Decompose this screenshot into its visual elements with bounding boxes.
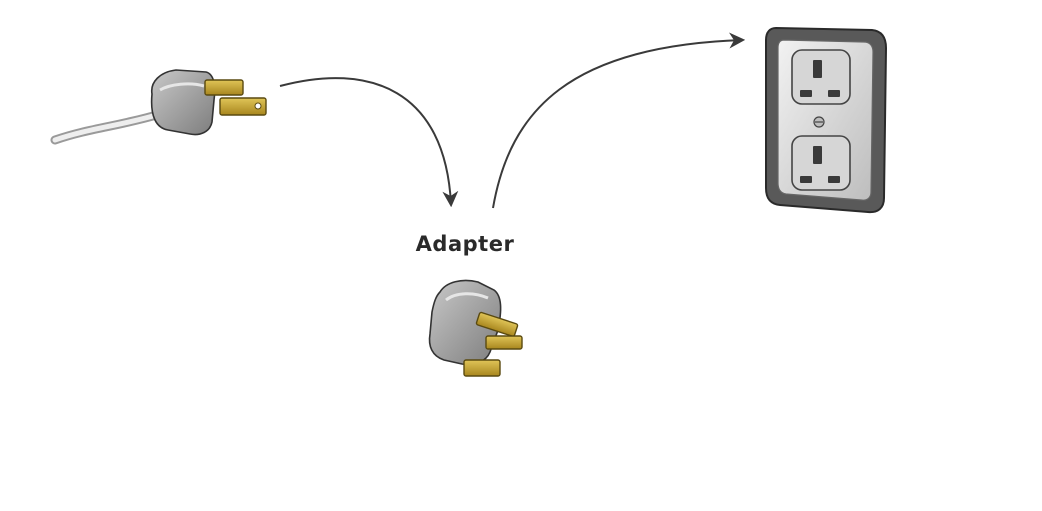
- arrow-plug-to-adapter: [279, 77, 459, 208]
- adapter-label: Adapter: [415, 232, 515, 256]
- us-two-prong-plug-icon: [50, 69, 267, 145]
- uk-three-pin-adapter-icon: [428, 279, 523, 377]
- plug-prong-top: [204, 79, 244, 96]
- adapter-pin-middle: [485, 335, 523, 350]
- arrow-adapter-to-outlet: [492, 32, 746, 209]
- plug-body: [150, 69, 216, 136]
- adapter-pin-top: [475, 311, 519, 337]
- plug-prong-bottom: [219, 97, 267, 116]
- uk-wall-socket-icon: [765, 26, 888, 214]
- adapter-pin-bottom: [463, 359, 501, 377]
